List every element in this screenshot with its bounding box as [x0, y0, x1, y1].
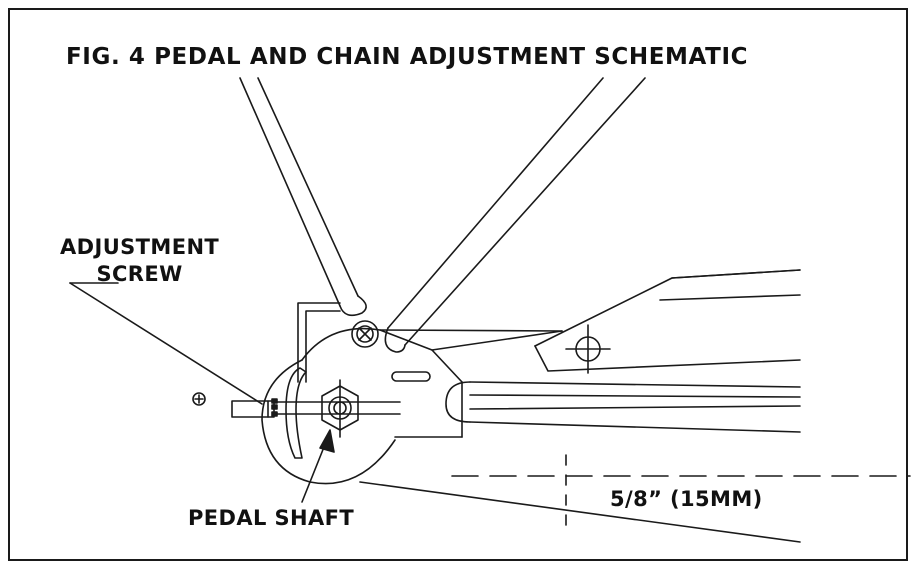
pedal-shaft-leader: [301, 429, 335, 503]
circled-plus-icon: [192, 392, 206, 406]
diagram-frame: [8, 8, 908, 561]
adjustment-screw-label-line-1: ADJUSTMENT: [60, 235, 220, 259]
adjustment-screw: [231, 398, 278, 418]
alignment-crosshair-icon: [565, 324, 611, 374]
dimension-lines: [359, 454, 911, 543]
adjustment-bracket: [297, 302, 341, 383]
adjustment-screw-leader: [69, 282, 263, 405]
right-frame-tube: [384, 77, 646, 353]
pedal-shaft-label: PEDAL SHAFT: [188, 506, 355, 530]
adjustment-shoe: [285, 367, 307, 459]
pedal-shaft-nut-icon: [321, 379, 359, 438]
crank-housing: [261, 327, 463, 485]
adjustment-screw-label-line-2: SCREW: [96, 262, 183, 286]
pedal-arm: [276, 381, 801, 433]
chain-guard-lines: [379, 269, 801, 372]
left-frame-tube: [239, 77, 367, 317]
figure-title: FIG. 4 PEDAL AND CHAIN ADJUSTMENT SCHEMA…: [66, 44, 749, 70]
pivot-bolt-icon: [351, 320, 379, 348]
adjustment-screw-label: ADJUSTMENT SCREW: [60, 234, 219, 288]
dimension-label: 5/8” (15MM): [610, 487, 763, 511]
